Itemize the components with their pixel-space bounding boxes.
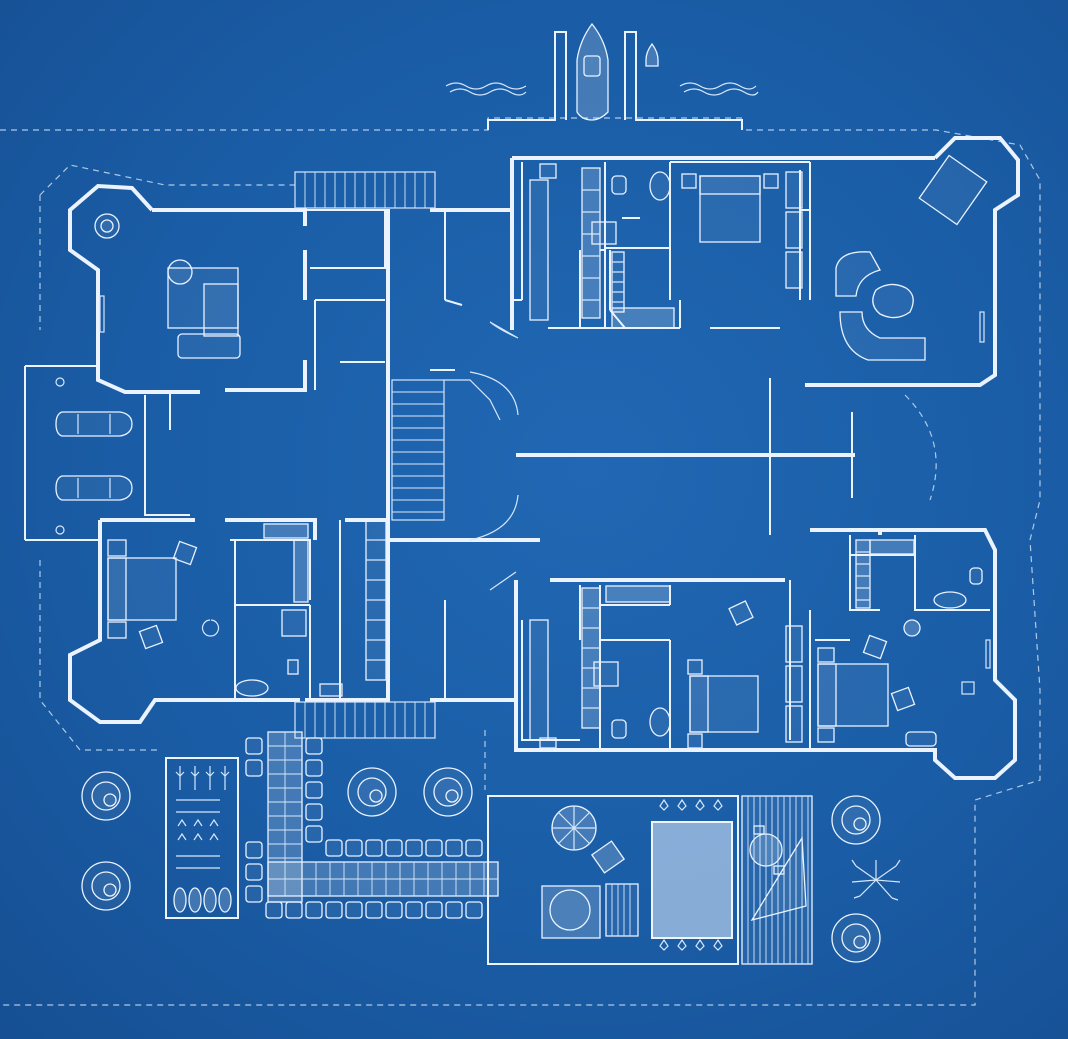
tree-icon [831,913,881,963]
bed-icon [817,663,889,727]
armchair-icon [728,600,754,626]
nightstand [763,173,779,189]
stair-top [294,171,436,209]
toilet-icon [611,719,627,739]
bathtub-icon [235,679,269,697]
patio-table-icon [749,833,783,867]
stair-center [391,379,501,521]
sink-icon [593,661,619,687]
building-walls [24,136,1020,780]
dining-table-icon [94,213,120,239]
pool-deck [487,795,813,965]
sofa-icon [177,333,241,359]
bed-icon [689,675,759,733]
armchair-icon [172,540,198,566]
property-boundary [0,117,1041,1006]
nightstand [681,173,697,189]
car-icon [55,411,133,437]
bare-tree-icon [851,859,901,901]
bed-icon [699,175,761,243]
sink-icon [591,221,617,245]
staircases [294,171,501,739]
boat-icon [576,22,609,121]
jetski-icon [645,42,659,67]
pool-table-icon [918,154,988,226]
shade-sail-icon [750,835,807,922]
boat-dock [445,22,759,130]
swimming-pool [651,821,733,939]
living-room-furniture [94,213,241,359]
bathtub-icon [933,591,967,609]
pool-plants [659,798,723,951]
tree-icon [831,795,881,845]
sofa-icon [203,283,239,337]
toilet-icon [969,567,983,585]
tree-icon [347,767,397,817]
nightstand [817,647,835,663]
armchair-icon [167,259,193,285]
bedroom-top-furniture [529,163,803,329]
stair-bottom [294,701,436,739]
plant-icon [903,619,921,637]
car-icon [55,475,133,501]
nightstand [817,727,835,743]
tree-icon [423,767,473,817]
nightstand [107,539,127,557]
door-swings [201,321,519,637]
armchair-icon [862,634,888,660]
garden-pathway [245,731,499,919]
vegetable-garden [165,757,239,919]
bed-icon [107,557,177,621]
nightstand [107,621,127,639]
nightstand [687,733,703,749]
toilet-icon [287,659,299,675]
water-waves-left [445,82,527,96]
media-room-furniture [835,154,988,361]
rug [872,283,914,319]
sectional-sofa-icon [835,251,881,297]
bedroom-bottom-furniture [529,585,803,749]
toilet-icon [611,175,627,195]
armchair-icon [890,686,916,712]
armchair-icon [138,624,164,650]
tree-icon [81,771,131,821]
bedroom-left-furniture [107,519,387,697]
trees [81,767,901,963]
tree-icon [81,861,131,911]
bedroom-right-furniture [817,539,991,747]
rug [167,267,239,329]
deck-boards [605,883,639,937]
hedge [245,737,483,919]
water-waves-right [679,82,759,96]
garage-cars [55,377,133,535]
sunbed-icon [590,840,626,874]
nightstand [687,659,703,675]
sectional-sofa-icon [839,311,926,361]
